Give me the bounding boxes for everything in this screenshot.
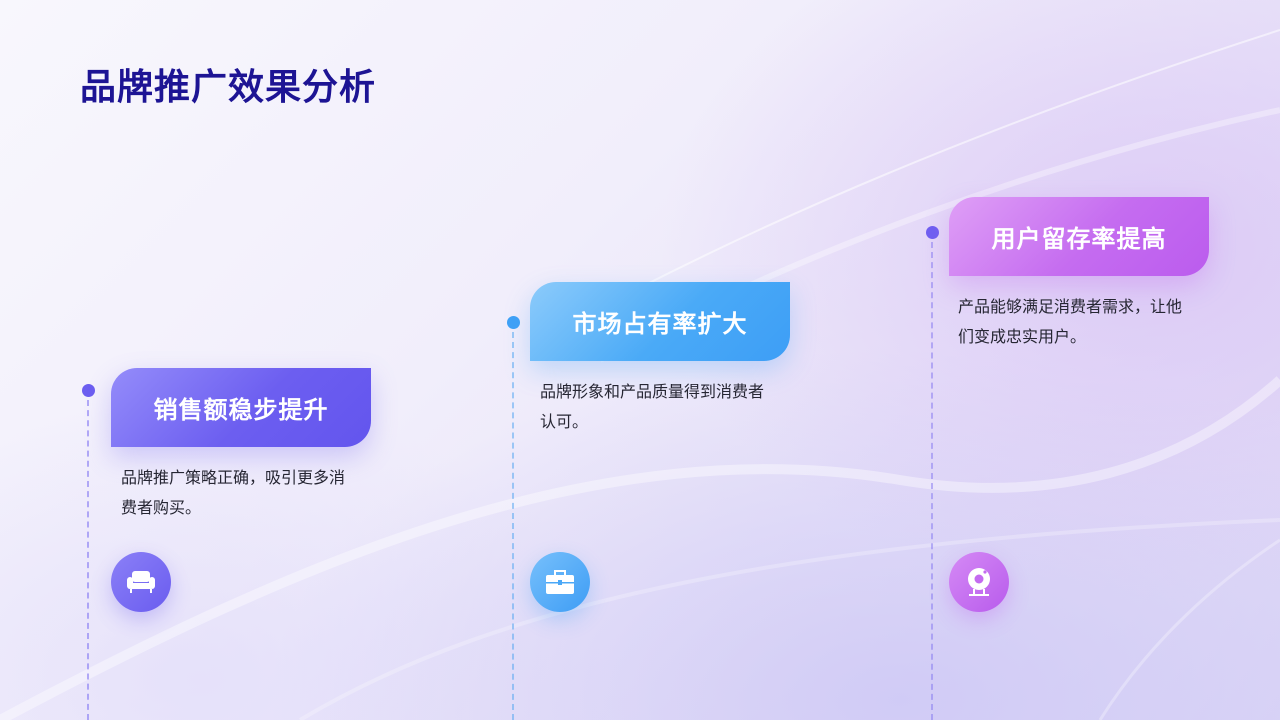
timeline-item-market-share: 市场占有率扩大 品牌形象和产品质量得到消费者认可。 — [507, 0, 827, 720]
timeline-dashed-line — [512, 332, 514, 720]
item-description: 品牌推广策略正确，吸引更多消费者购买。 — [121, 468, 346, 517]
item-icon-badge — [949, 552, 1009, 612]
timeline-dot — [926, 226, 939, 239]
item-heading-tag: 市场占有率扩大 — [530, 282, 790, 361]
timeline-dashed-line — [931, 242, 933, 720]
page-title: 品牌推广效果分析 — [80, 67, 377, 108]
item-heading: 市场占有率扩大 — [572, 310, 748, 338]
timeline-item-sales: 销售额稳步提升 品牌推广策略正确，吸引更多消费者购买。 — [82, 0, 402, 720]
item-heading: 销售额稳步提升 — [153, 396, 329, 424]
timeline-dashed-line — [87, 400, 89, 720]
item-description: 产品能够满足消费者需求，让他们变成忠实用户。 — [958, 297, 1183, 346]
webcam-icon — [968, 568, 990, 596]
item-heading: 用户留存率提高 — [991, 225, 1167, 253]
timeline-item-retention: 用户留存率提高 产品能够满足消费者需求，让他们变成忠实用户。 — [926, 0, 1246, 720]
item-heading-tag: 销售额稳步提升 — [111, 368, 371, 447]
item-description: 品牌形象和产品质量得到消费者认可。 — [540, 382, 765, 431]
timeline-dot — [82, 384, 95, 397]
item-icon-badge — [111, 552, 171, 612]
item-heading-tag: 用户留存率提高 — [949, 197, 1209, 276]
briefcase-icon — [546, 570, 574, 594]
item-icon-badge — [530, 552, 590, 612]
timeline-dot — [507, 316, 520, 329]
sofa-icon — [127, 571, 155, 593]
